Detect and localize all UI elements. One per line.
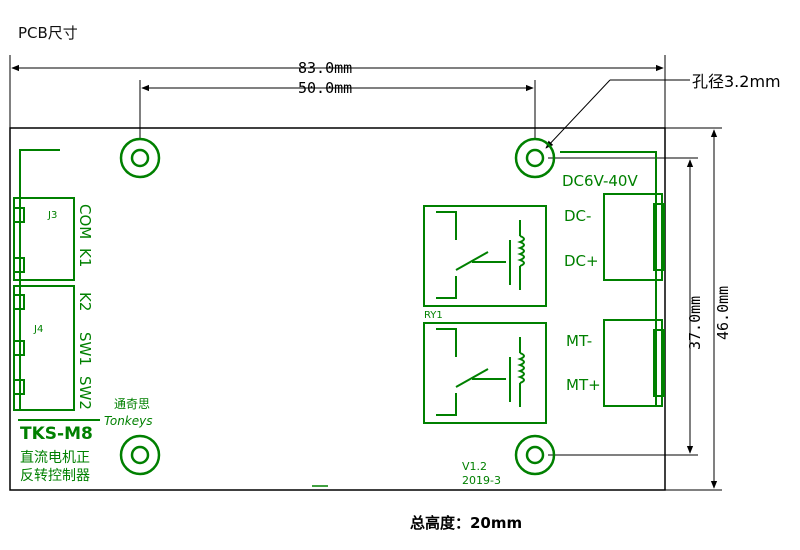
dimension-hole-spacing: 50.0mm [139,79,536,140]
power-input-label: DC6V-40V [562,172,638,190]
dimension-height-total: 46.0mm [665,127,732,491]
pcb-board-outline [9,127,666,491]
pin-label-k2: K2 [76,292,94,311]
dimension-hole-diameter: 孔径3.2mm [545,72,781,149]
brand-cn: 通奇思 [114,397,150,411]
relay-1 [423,205,547,307]
label-mt-plus: MT+ [566,376,601,394]
left-silkscreen-frame [18,149,100,421]
model-label: TKS-M8 [20,424,93,444]
dimension-width-total: 83.0mm [9,55,666,128]
pin-label-sw1: SW1 [76,332,94,366]
dimension-height-inner-label: 37.0mm [686,296,704,350]
dimension-hole-spacing-label: 50.0mm [298,79,352,97]
mounting-hole-bottom-left [119,434,161,476]
date-label: 2019-3 [462,474,501,487]
pin-label-com: COM [76,204,94,239]
relay-2 [423,322,547,424]
description-line-2: 反转控制器 [20,468,90,484]
mounting-hole-bottom-right [514,434,556,476]
description-line-1: 直流电机正 [20,449,90,466]
dimension-width-total-label: 83.0mm [298,59,352,77]
right-silkscreen-frame [560,151,657,406]
version-label: V1.2 [462,460,487,473]
connector-dc [603,193,665,281]
page-title: PCB尺寸 [18,24,78,42]
connector-mt [603,319,665,407]
connector-j4-label: J4 [33,324,43,335]
label-mt-minus: MT- [566,332,592,350]
dimension-hole-diameter-label: 孔径3.2mm [692,72,781,91]
label-dc-plus: DC+ [564,252,599,270]
dimension-height-inner: 37.0mm [548,157,704,456]
connector-j3-label: J3 [47,210,57,221]
pin-label-sw2: SW2 [76,376,94,410]
mounting-hole-top-right [514,137,556,179]
connector-j4 [13,285,75,411]
dimension-height-total-label: 46.0mm [714,286,732,340]
mounting-hole-top-left [119,137,161,179]
connector-j3 [13,197,75,281]
relay-label: RY1 [424,310,443,321]
brand-en: Tonkeys [104,414,152,428]
pin-label-k1: K1 [76,248,94,267]
label-dc-minus: DC- [564,207,591,225]
total-height-note: 总高度：20mm [410,514,523,532]
